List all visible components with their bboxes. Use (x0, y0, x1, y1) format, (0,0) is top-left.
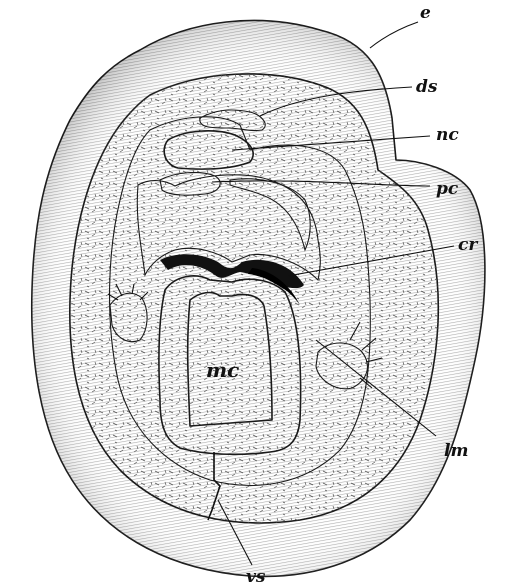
label-lm: lm (444, 441, 468, 461)
label-mc: mc (206, 358, 239, 382)
label-e: e (420, 3, 431, 23)
edge-shading (32, 20, 485, 576)
label-pc: pc (436, 179, 459, 199)
label-cr: cr (458, 235, 478, 255)
leader-e (370, 22, 418, 48)
label-vs: vs (246, 567, 266, 586)
label-nc: nc (436, 125, 459, 145)
label-ds: ds (416, 77, 438, 97)
